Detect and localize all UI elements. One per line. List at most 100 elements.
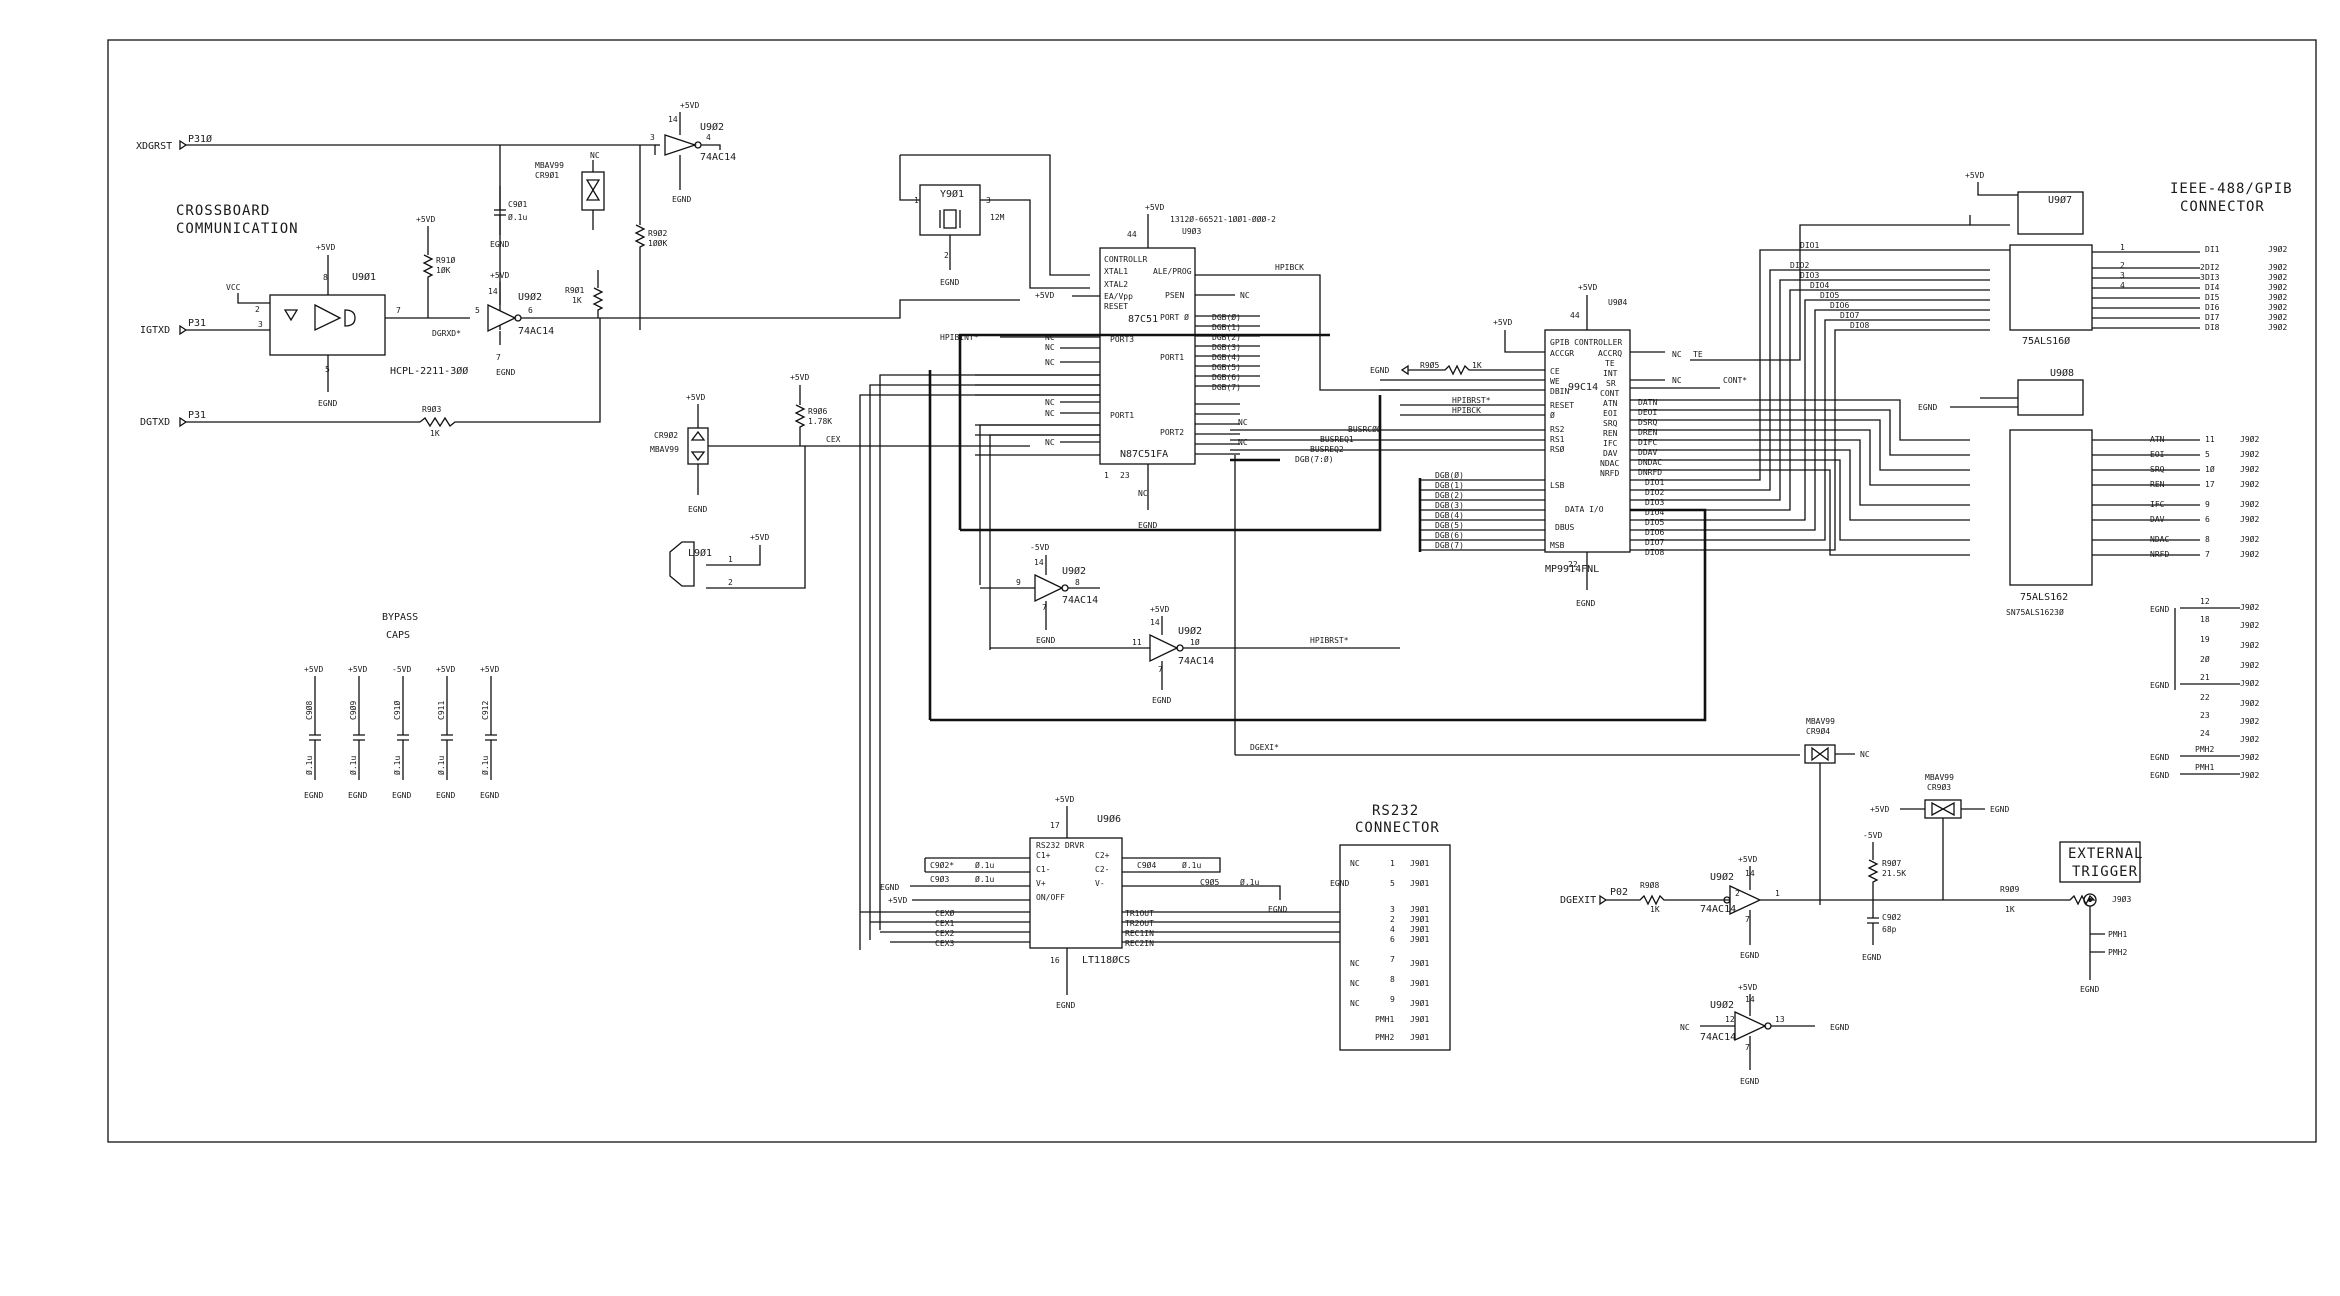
svg-text:J9Ø2: J9Ø2 [2240, 752, 2259, 762]
svg-text:BUSRCØØ: BUSRCØØ [1348, 424, 1382, 434]
l901-speaker-icon [669, 541, 695, 587]
svg-text:C9Ø4: C9Ø4 [1137, 860, 1156, 870]
svg-text:DNDAC: DNDAC [1638, 458, 1662, 467]
svg-text:EGND: EGND [1918, 403, 1937, 412]
svg-text:+5VD: +5VD [480, 665, 499, 674]
svg-text:1: 1 [914, 196, 919, 205]
svg-text:NC: NC [1350, 979, 1360, 988]
u907-transceiver: IEEE-488/GPIB CONNECTOR +5VD U9Ø7 75ALS1… [1965, 171, 2293, 347]
svg-text:DGB(1): DGB(1) [1435, 481, 1464, 490]
svg-text:IEEE-488/GPIB: IEEE-488/GPIB [2170, 181, 2293, 197]
svg-text:DIO5: DIO5 [1645, 518, 1664, 527]
svg-text:1312Ø-66521-1ØØ1-ØØØ-2: 1312Ø-66521-1ØØ1-ØØØ-2 [1170, 214, 1276, 224]
svg-text:J9Ø1: J9Ø1 [1410, 924, 1429, 934]
svg-text:RS2: RS2 [1550, 425, 1565, 434]
svg-text:+5VD: +5VD [1145, 203, 1164, 212]
svg-text:C9Ø2: C9Ø2 [1882, 912, 1901, 922]
svg-text:J9Ø2: J9Ø2 [2240, 620, 2259, 630]
svg-text:99C14: 99C14 [1568, 382, 1598, 393]
svg-text:SR: SR [1606, 379, 1616, 388]
svg-text:DEOI: DEOI [1638, 408, 1657, 417]
svg-text:J9Ø1: J9Ø1 [1410, 1032, 1429, 1042]
svg-text:CONNECTOR: CONNECTOR [2180, 199, 2265, 215]
svg-text:8: 8 [1075, 578, 1080, 587]
svg-text:R9Ø8: R9Ø8 [1640, 880, 1659, 890]
svg-text:14: 14 [1745, 995, 1755, 1004]
svg-text:74AC14: 74AC14 [1700, 904, 1736, 915]
u906-rs232-driver: +5VD 17 U9Ø6 RS232 DRVR C1+ C1- V+ ON/OF… [860, 795, 1340, 1010]
svg-text:+5VD: +5VD [304, 665, 323, 674]
svg-text:DI5: DI5 [2205, 293, 2220, 302]
svg-text:U9Ø2: U9Ø2 [1178, 625, 1202, 637]
svg-text:3: 3 [2120, 271, 2125, 280]
svg-text:Ø.1u: Ø.1u [1240, 877, 1259, 887]
sheet-border [107, 39, 2317, 1143]
svg-text:EGND: EGND [1056, 1001, 1075, 1010]
svg-text:EGND: EGND [1740, 951, 1759, 960]
svg-text:XTAL2: XTAL2 [1104, 280, 1128, 289]
svg-text:EGND: EGND [1862, 953, 1881, 962]
svg-text:MSB: MSB [1550, 541, 1565, 550]
svg-text:SN75ALS1623Ø: SN75ALS1623Ø [2006, 607, 2064, 617]
svg-text:DIO7: DIO7 [1645, 538, 1664, 547]
svg-text:NC: NC [1045, 343, 1055, 352]
u902d-inverter: +5VD 14 11 1Ø U9Ø2 74AC14 7 EGND HPIBRST… [990, 605, 1400, 705]
svg-text:5: 5 [2205, 450, 2210, 459]
svg-text:R9Ø3: R9Ø3 [422, 404, 441, 414]
svg-text:DIO7: DIO7 [1840, 311, 1859, 320]
svg-text:EGND: EGND [1138, 521, 1157, 530]
svg-text:DIO8: DIO8 [1645, 548, 1664, 557]
svg-text:C91Ø: C91Ø [392, 701, 402, 720]
svg-text:+5VD: +5VD [316, 243, 335, 252]
svg-text:+5VD: +5VD [680, 101, 699, 110]
external-trigger-label-box [2059, 841, 2141, 883]
led-icon [283, 309, 299, 322]
svg-text:75ALS16Ø: 75ALS16Ø [2022, 335, 2070, 347]
svg-text:12: 12 [1725, 1015, 1735, 1024]
svg-text:DGB(Ø): DGB(Ø) [1212, 312, 1241, 322]
svg-text:Ø.1u: Ø.1u [975, 874, 994, 884]
svg-text:21.5K: 21.5K [1882, 869, 1906, 878]
net-xdgrst: XDGRST [136, 141, 172, 152]
svg-text:44: 44 [1127, 230, 1137, 239]
svg-text:RS232 DRVR: RS232 DRVR [1036, 841, 1084, 850]
svg-text:18: 18 [2200, 615, 2210, 624]
bus-loop-1 [958, 333, 1330, 530]
svg-text:R9Ø7: R9Ø7 [1882, 858, 1901, 868]
svg-text:PORT2: PORT2 [1160, 428, 1184, 437]
svg-text:2: 2 [2120, 261, 2125, 270]
svg-text:ACCGR: ACCGR [1550, 349, 1574, 358]
svg-text:J9Ø2: J9Ø2 [2240, 449, 2259, 459]
svg-text:DI1: DI1 [2205, 245, 2220, 254]
svg-text:MP9914FNL: MP9914FNL [1545, 564, 1599, 575]
svg-text:12M: 12M [990, 213, 1005, 222]
svg-text:PORT1: PORT1 [1110, 411, 1134, 420]
svg-text:CEX3: CEX3 [935, 939, 954, 948]
bypass-cap-4: +5VD C911 Ø.1u EGND [436, 665, 455, 800]
svg-text:EGND: EGND [2150, 753, 2169, 762]
svg-text:HPIBRST*: HPIBRST* [1310, 636, 1349, 645]
svg-text:ON/OFF: ON/OFF [1036, 893, 1065, 902]
rs232-connector: RS232 CONNECTOR NC 1 J9Ø1 EGND 5 J9Ø1 3 … [1330, 803, 1451, 1051]
svg-text:MBAV99: MBAV99 [535, 161, 564, 170]
svg-text:IFC: IFC [1603, 439, 1618, 448]
svg-text:J9Ø1: J9Ø1 [1410, 904, 1429, 914]
rs232-link-1 [879, 374, 1100, 930]
svg-text:Ø.1u: Ø.1u [436, 756, 446, 775]
svg-text:J9Ø2: J9Ø2 [2268, 262, 2287, 272]
net-dgtxd: DGTXD [140, 417, 170, 428]
svg-text:EGND: EGND [1268, 905, 1287, 914]
svg-text:1: 1 [2120, 243, 2125, 252]
svg-text:TR1OUT: TR1OUT [1125, 909, 1154, 918]
svg-text:DGB(7): DGB(7) [1435, 541, 1464, 550]
svg-text:LT118ØCS: LT118ØCS [1082, 954, 1130, 966]
svg-text:REC1IN: REC1IN [1125, 929, 1154, 938]
svg-text:7: 7 [1042, 603, 1047, 612]
svg-text:75ALS162: 75ALS162 [2020, 592, 2068, 603]
svg-text:2: 2 [2200, 263, 2205, 272]
svg-text:CEX1: CEX1 [935, 919, 954, 928]
svg-text:DREN: DREN [1638, 428, 1657, 437]
svg-text:NC: NC [1680, 1023, 1690, 1032]
svg-text:J9Ø1: J9Ø1 [1410, 934, 1429, 944]
